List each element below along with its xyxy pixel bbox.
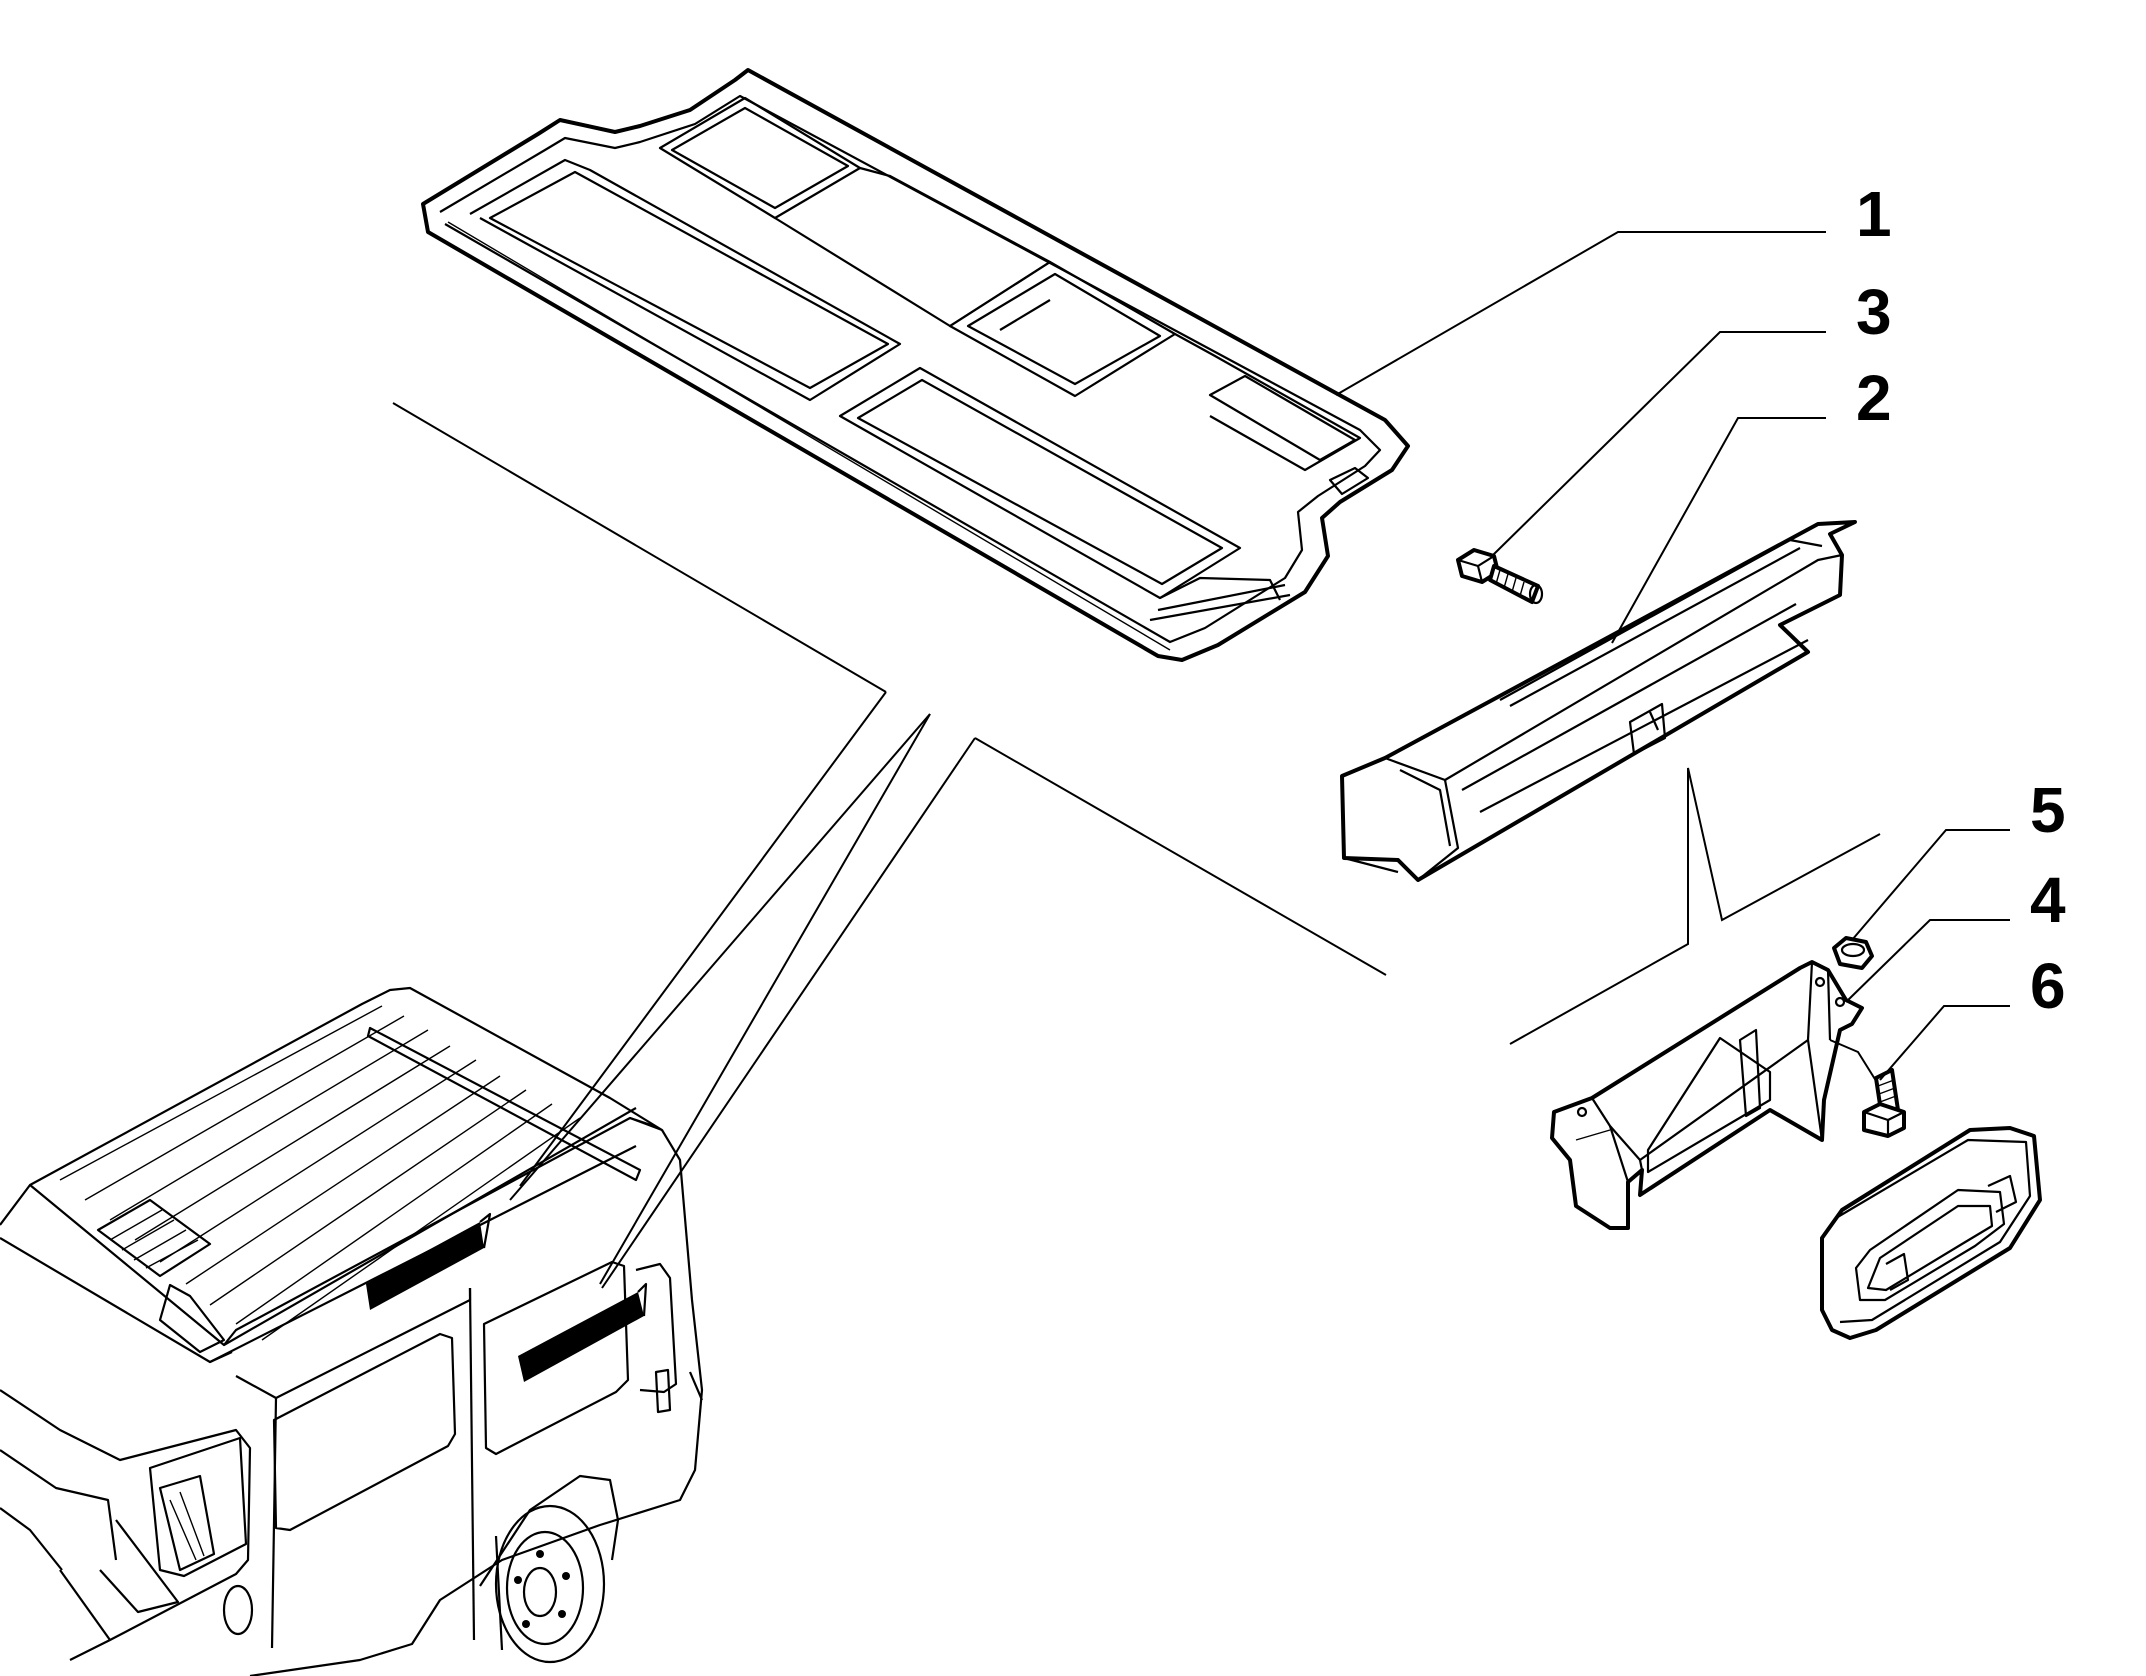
cover-plate (1820, 1126, 2042, 1340)
part-5-nut (1832, 936, 1874, 970)
part-4-bracket (1550, 960, 1864, 1230)
leader-1 (1335, 231, 1826, 396)
van-illustration (0, 986, 704, 1676)
part-1-shelf-panel (421, 68, 1410, 662)
leader-4 (1845, 919, 2010, 1003)
part-6-screw (1862, 1068, 1906, 1138)
leader-3 (1492, 331, 1826, 556)
callout-4: 4 (2030, 864, 2066, 936)
part-3-bolt (1456, 548, 1544, 605)
assembly-lines (392, 402, 1881, 1289)
leader-lines (1335, 231, 2010, 1085)
callout-5: 5 (2030, 774, 2066, 846)
callout-labels: 1 3 2 5 4 6 (1856, 178, 2066, 1022)
callout-6: 6 (2030, 950, 2066, 1022)
leader-5 (1851, 829, 2010, 941)
callout-1: 1 (1856, 178, 1892, 250)
callout-3: 3 (1856, 276, 1892, 348)
leader-6 (1879, 1005, 2010, 1081)
part-2-support-rail (1340, 520, 1857, 882)
leader-2 (1611, 417, 1826, 644)
callout-2: 2 (1856, 362, 1892, 434)
